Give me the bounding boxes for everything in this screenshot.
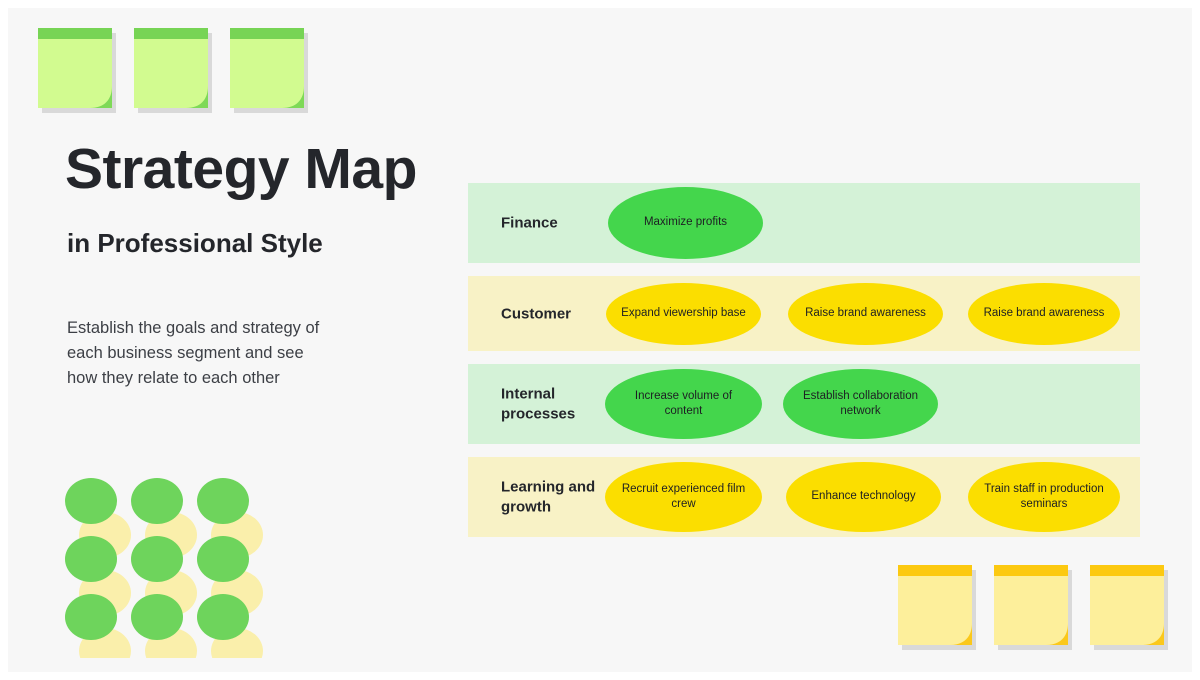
strategy-row: Customer Expand viewership base Raise bran…: [468, 276, 1140, 351]
sticky-note-top-bar: [994, 565, 1068, 576]
strategy-objective-node[interactable]: Maximize profits: [608, 187, 763, 259]
sticky-note-body: [134, 28, 208, 108]
sticky-note-icon: [134, 28, 212, 113]
sticky-note-icon: [898, 565, 976, 650]
sticky-note-fold-corner: [186, 86, 208, 108]
sticky-note-icon: [1090, 565, 1168, 650]
slide-canvas: Strategy Map in Professional Style Estab…: [8, 8, 1192, 674]
page-subtitle: in Professional Style: [67, 228, 323, 258]
sticky-note-body: [898, 565, 972, 645]
sticky-note-body: [230, 28, 304, 108]
sticky-note-fold-corner: [950, 623, 972, 645]
strategy-objective-node[interactable]: Establish collaboration network: [783, 369, 938, 439]
sticky-note-fold-corner: [90, 86, 112, 108]
strategy-row-label: Learning and growth: [501, 478, 596, 516]
page-description: Establish the goals and strategy of each…: [67, 319, 320, 387]
strategy-row-label: Finance: [501, 214, 558, 232]
sticky-note-icon: [994, 565, 1072, 650]
sticky-note-fold-corner: [1046, 623, 1068, 645]
sticky-note-body: [994, 565, 1068, 645]
strategy-objective-node[interactable]: Train staff in production seminars: [968, 462, 1120, 532]
sticky-note-fold-corner: [1142, 623, 1164, 645]
strategy-objective-node[interactable]: Expand viewership base: [606, 282, 761, 345]
sticky-note-fold-corner: [282, 86, 304, 108]
strategy-row-label: Internal processes: [501, 385, 576, 423]
sticky-note-top-bar: [230, 28, 304, 39]
strategy-objective-node[interactable]: Raise brand awareness: [788, 282, 943, 345]
strategy-objective-node[interactable]: Recruit experienced film crew: [605, 462, 762, 532]
page-title: Strategy Map: [65, 137, 417, 201]
sticky-note-icon: [230, 28, 308, 113]
strategy-objective-node[interactable]: Enhance technology: [786, 462, 941, 532]
sticky-note-body: [38, 28, 112, 108]
sticky-note-top-bar: [134, 28, 208, 39]
sticky-note-top-bar: [38, 28, 112, 39]
strategy-objective-node[interactable]: Increase volume of content: [605, 369, 762, 439]
strategy-objective-node[interactable]: Raise brand awareness: [968, 282, 1120, 345]
sticky-note-body: [1090, 565, 1164, 645]
strategy-row: Internal processes Increase volume of con…: [468, 364, 1140, 444]
sticky-note-icon: [38, 28, 116, 113]
strategy-row-label: Customer: [501, 304, 572, 322]
sticky-note-top-bar: [898, 565, 972, 576]
dot-grid-icon: [63, 473, 278, 674]
sticky-note-top-bar: [1090, 565, 1164, 576]
strategy-row: Finance Maximize profits: [468, 183, 1140, 263]
